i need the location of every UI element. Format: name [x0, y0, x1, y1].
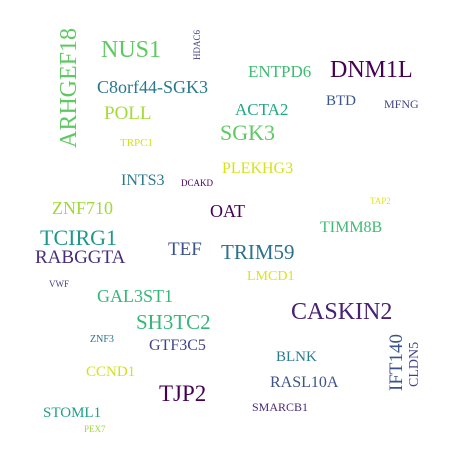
word-c8orf44-sgk3: C8orf44-SGK3 — [97, 77, 208, 97]
word-arhgef18: ARHGEF18 — [56, 27, 82, 148]
word-rasl10a: RASL10A — [270, 374, 339, 391]
word-znf710: ZNF710 — [52, 198, 114, 218]
word-acta2: ACTA2 — [235, 100, 289, 119]
word-sgk3: SGK3 — [220, 120, 276, 145]
word-dnm1l: DNM1L — [330, 57, 413, 83]
word-ift140: IFT140 — [386, 334, 407, 391]
word-trpc1: TRPC1 — [120, 137, 154, 149]
word-hdac6: HDAC6 — [192, 29, 202, 60]
word-blnk: BLNK — [276, 349, 317, 365]
word-rabggta: RABGGTA — [35, 247, 126, 268]
word-oat: OAT — [210, 201, 245, 221]
word-tap2: TAP2 — [370, 196, 391, 206]
word-tef: TEF — [168, 239, 202, 260]
word-plekhg3: PLEKHG3 — [222, 160, 294, 177]
word-cldn5: CLDN5 — [407, 341, 422, 387]
word-timm8b: TIMM8B — [320, 219, 383, 236]
word-smarcb1: SMARCB1 — [252, 400, 309, 414]
word-gal3st1: GAL3ST1 — [97, 286, 173, 306]
word-znf3: ZNF3 — [90, 334, 114, 345]
word-sh3tc2: SH3TC2 — [136, 310, 211, 334]
word-dcakd: DCAKD — [181, 178, 214, 188]
word-ccnd1: CCND1 — [86, 364, 136, 380]
word-ints3: INTS3 — [121, 172, 165, 189]
word-btd: BTD — [326, 93, 356, 109]
word-tjp2: TJP2 — [159, 381, 207, 406]
word-nus1: NUS1 — [101, 37, 162, 63]
word-vwf: VWF — [49, 279, 69, 289]
word-lmcd1: LMCD1 — [247, 269, 295, 284]
word-trim59: TRIM59 — [221, 240, 295, 264]
word-gtf3c5: GTF3C5 — [149, 337, 206, 354]
word-caskin2: CASKIN2 — [291, 299, 393, 325]
word-pex7: PEX7 — [84, 424, 106, 434]
word-tcirg1: TCIRG1 — [40, 225, 117, 250]
word-poll: POLL — [104, 103, 152, 124]
word-mfng: MFNG — [384, 97, 419, 111]
word-stoml1: STOML1 — [43, 405, 102, 421]
word-entpd6: ENTPD6 — [248, 62, 312, 81]
